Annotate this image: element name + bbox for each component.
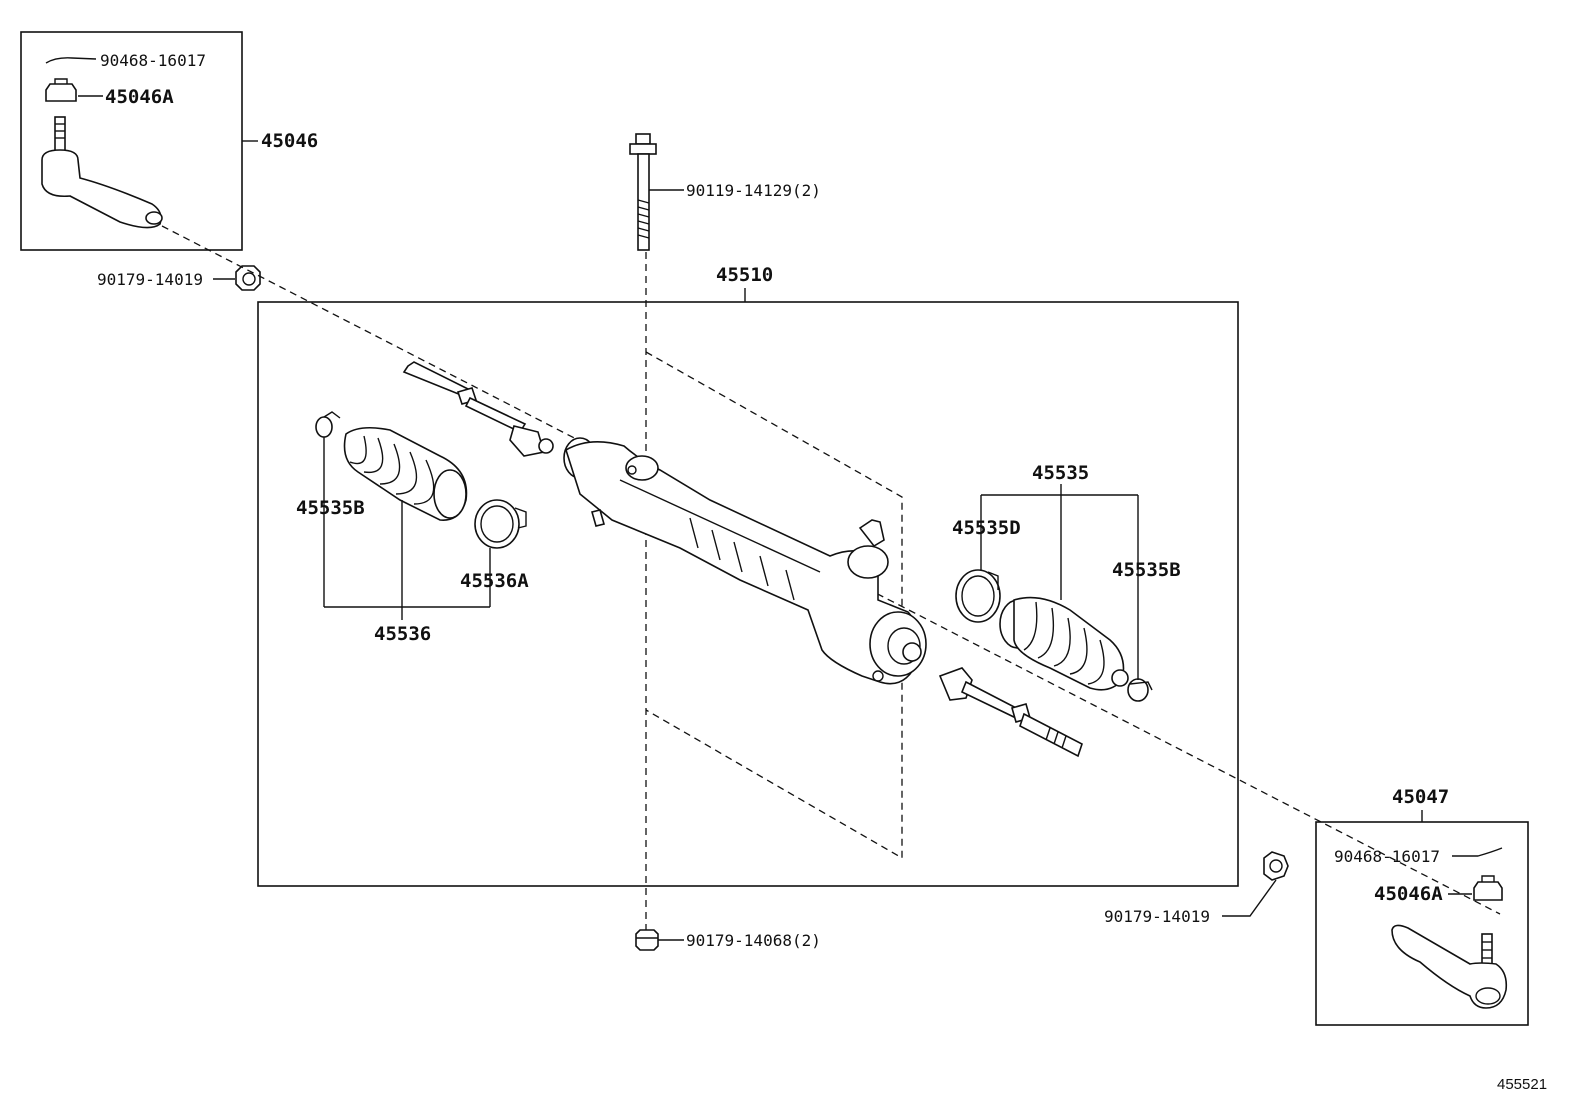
tie-rod-end-rh-icon: [1391, 924, 1508, 1009]
nut-bottom-icon: [635, 929, 659, 951]
boot-clip-right-icon: [1127, 678, 1153, 702]
label-cotter-pin-rh[interactable]: 90468-16017: [1334, 847, 1440, 866]
boot-right-icon: [999, 596, 1129, 691]
cotter-pin-rh-icon: [1452, 847, 1503, 857]
label-tie-rod-end-rh[interactable]: 45047: [1392, 786, 1449, 808]
label-boot-clip-left[interactable]: 45535B: [296, 497, 365, 519]
boot-clamp-right-icon: [955, 569, 1001, 623]
lock-nut-lh-group: 90179-14019: [97, 265, 261, 291]
inner-tie-rod-right-icon: [938, 667, 1083, 758]
cotter-pin-lh-icon: [45, 57, 97, 64]
label-boot-clamp-left[interactable]: 45536A: [460, 570, 529, 592]
tie-rod-end-lh-group: 90468-16017 45046A 45046: [20, 31, 318, 251]
tie-rod-end-rh-box: [1315, 821, 1529, 1026]
diagram-ref-number: 455521: [1497, 1076, 1547, 1093]
lock-nut-rh-group: 90179-14019: [1104, 851, 1289, 926]
label-gear-assembly[interactable]: 45510: [716, 264, 773, 286]
label-nut-rh[interactable]: 45046A: [1374, 883, 1443, 905]
alignment-line-horizontal: [161, 225, 1501, 915]
boot-left-icon: [343, 426, 468, 521]
castle-nut-lh-icon: [45, 78, 77, 102]
rack-housing-icon: [563, 437, 927, 685]
gear-assembly-group: 45510: [257, 264, 1239, 887]
bolt-group: 90119-14129(2): [629, 133, 821, 251]
label-lock-nut-rh[interactable]: 90179-14019: [1104, 907, 1210, 926]
boot-clamp-left-icon: [474, 499, 527, 549]
label-boot-kit-right[interactable]: 45535: [1032, 462, 1089, 484]
tie-rod-end-lh-icon: [41, 116, 163, 229]
label-bolt[interactable]: 90119-14129(2): [686, 181, 821, 200]
nut-bottom-group: 90179-14068(2): [635, 929, 821, 951]
label-nut-lh[interactable]: 45046A: [105, 86, 174, 108]
lock-nut-rh-icon: [1263, 851, 1289, 881]
label-tie-rod-end-lh[interactable]: 45046: [261, 130, 318, 152]
label-boot-kit-left[interactable]: 45536: [374, 623, 431, 645]
tie-rod-end-rh-group: 45047 90468-16017 45046A: [1315, 786, 1529, 1026]
label-nut-bottom[interactable]: 90179-14068(2): [686, 931, 821, 950]
castle-nut-rh-icon: [1473, 875, 1503, 901]
label-boot-clip-right[interactable]: 45535B: [1112, 559, 1181, 581]
label-lock-nut-lh[interactable]: 90179-14019: [97, 270, 203, 289]
bolt-icon: [629, 133, 657, 251]
gear-assembly-box: [257, 301, 1239, 887]
inner-tie-rod-left-icon: [402, 361, 554, 457]
label-boot-clamp-right[interactable]: 45535D: [952, 517, 1021, 539]
lock-nut-lh-icon: [235, 265, 261, 291]
label-cotter-pin-lh[interactable]: 90468-16017: [100, 51, 206, 70]
boot-clip-left-icon: [315, 411, 341, 438]
